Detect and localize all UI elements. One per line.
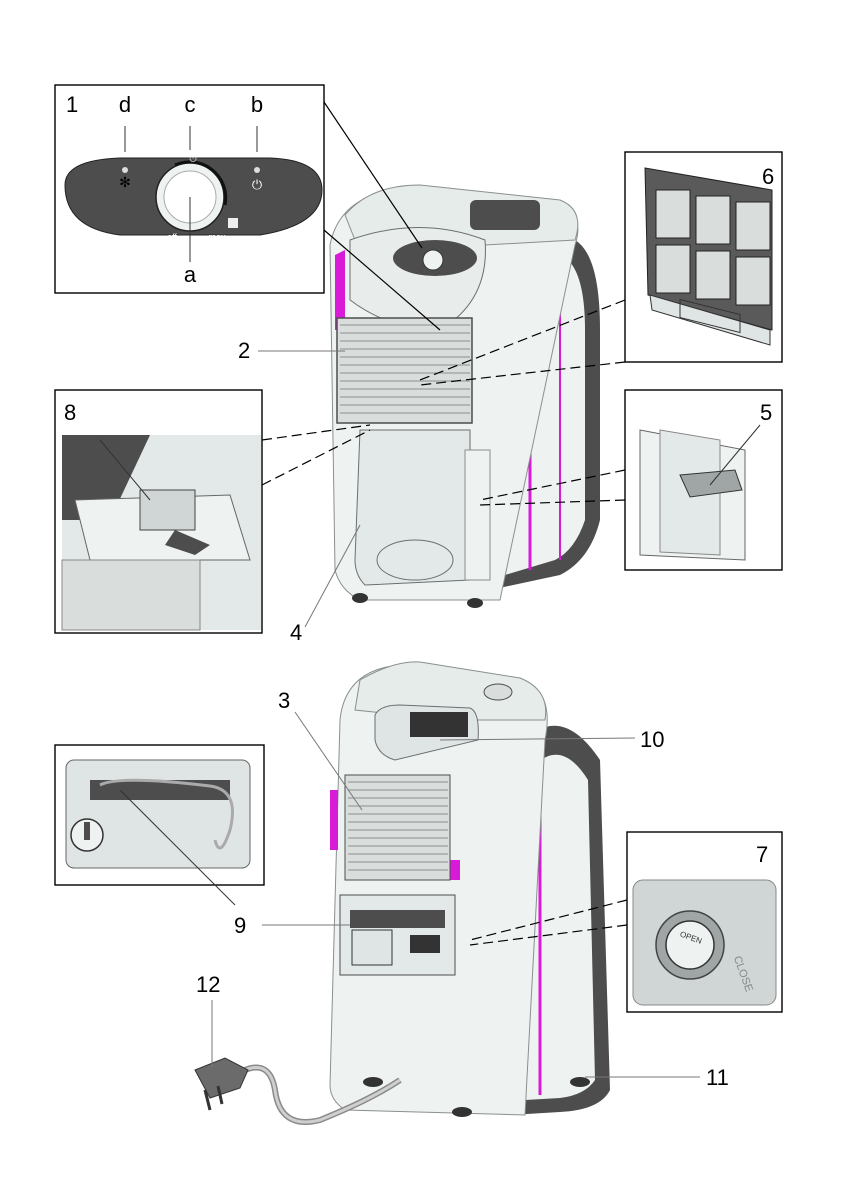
knob-max-label: max xyxy=(208,232,226,242)
callout-11: 11 xyxy=(706,1065,729,1090)
power-icon: ⏻ xyxy=(252,177,262,192)
filter-cell xyxy=(696,251,730,299)
svg-text:✻: ✻ xyxy=(119,174,131,190)
cord-storage xyxy=(340,895,455,975)
indicator-d xyxy=(122,167,128,173)
rear-air-grille xyxy=(345,775,450,880)
callout-9: 9 xyxy=(234,913,246,938)
callout-5: 5 xyxy=(760,400,772,425)
dehumidifier-rear-view xyxy=(195,662,610,1122)
indicator-b xyxy=(254,167,260,173)
detail-tank-latch xyxy=(625,390,782,570)
detail-cord-storage xyxy=(55,745,264,905)
callout-2: 2 xyxy=(238,338,250,363)
filter-cell xyxy=(696,196,730,244)
callout-10: 10 xyxy=(640,727,664,752)
filter-cell xyxy=(656,245,690,293)
detail-tank-float xyxy=(55,390,262,633)
filter-cell xyxy=(736,257,770,305)
power-plug xyxy=(195,1058,248,1110)
callout-6: 6 xyxy=(762,164,774,189)
callout-a: a xyxy=(184,262,197,287)
filter-cell xyxy=(736,202,770,250)
front-air-grille xyxy=(337,318,472,423)
snowflake-icon: ✻ xyxy=(119,174,131,190)
laundry-icon xyxy=(228,218,238,228)
callout-1: 1 xyxy=(66,92,78,117)
filter-cell xyxy=(656,190,690,238)
callout-12: 12 xyxy=(196,972,220,997)
callout-4: 4 xyxy=(290,620,302,645)
timer-icon: ⏱ xyxy=(189,154,197,165)
svg-text:⏻: ⏻ xyxy=(252,177,262,192)
callout-d: d xyxy=(119,92,131,117)
dehumidifier-front-view xyxy=(330,185,600,608)
callout-8: 8 xyxy=(64,400,76,425)
callout-3: 3 xyxy=(278,688,290,713)
detail-filter xyxy=(625,152,782,362)
knob-off-label: off xyxy=(167,232,177,242)
water-tank xyxy=(355,430,490,585)
callout-b: b xyxy=(251,92,263,117)
callout-c: c xyxy=(185,92,196,117)
svg-text:⏱: ⏱ xyxy=(189,154,197,165)
callout-7: 7 xyxy=(756,842,768,867)
